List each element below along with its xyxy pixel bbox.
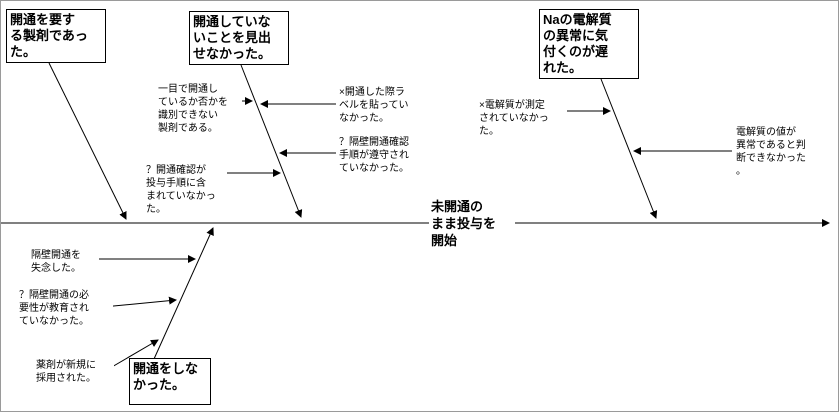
sub-cause-not-in-admin-procedure: ？開通確認が 投与手順に含 まれていなかっ た。 [146,164,226,216]
sub-cause-newly-adopted-drug: 薬剤が新規に 採用された。 [36,359,114,385]
effect-box: 未開通の まま投与を 開始 [429,197,515,251]
branch-line-na-delay [600,78,658,219]
sub-cause-electrolyte-not-measured: ×電解質が測定 されていなかっ た。 [479,99,567,138]
sub-cause-necessity-not-taught: ？隔壁開通の必 要性が教育され ていなかった。 [19,289,113,328]
sub-arrow-necessity-not-taught [102,296,177,308]
sub-cause-cannot-identify: 一目で開通し ているか否かを 識別できない 製剤である。 [158,83,242,135]
sub-cause-procedure-not-followed: ？隔壁開通確認 手順が遵守され ていなかった。 [339,136,433,175]
branch-line-not-noticed [240,64,303,218]
cause-box-not-noticed: 開通していな いことを見出 せなかった。 [189,11,289,65]
branch-line-not-opened [153,227,214,360]
branch-line-requires-opening [48,62,127,220]
cause-box-not-opened: 開通をしな かった。 [129,358,211,405]
sub-cause-abnormal-value-not-judged: 電解質の値が 異常であると判 断できなかった 。 [736,126,818,178]
sub-cause-forgot-to-open: 隔壁開通を 失念した。 [31,249,99,275]
sub-cause-no-label-attached: ×開通した際ラ ベルを貼ってい なかった。 [339,86,429,125]
cause-box-na-delay: Naの電解質 の異常に気 付くのが遅 れた。 [539,9,639,79]
cause-box-requires-opening: 開通を要す る製剤であっ た。 [6,9,106,63]
